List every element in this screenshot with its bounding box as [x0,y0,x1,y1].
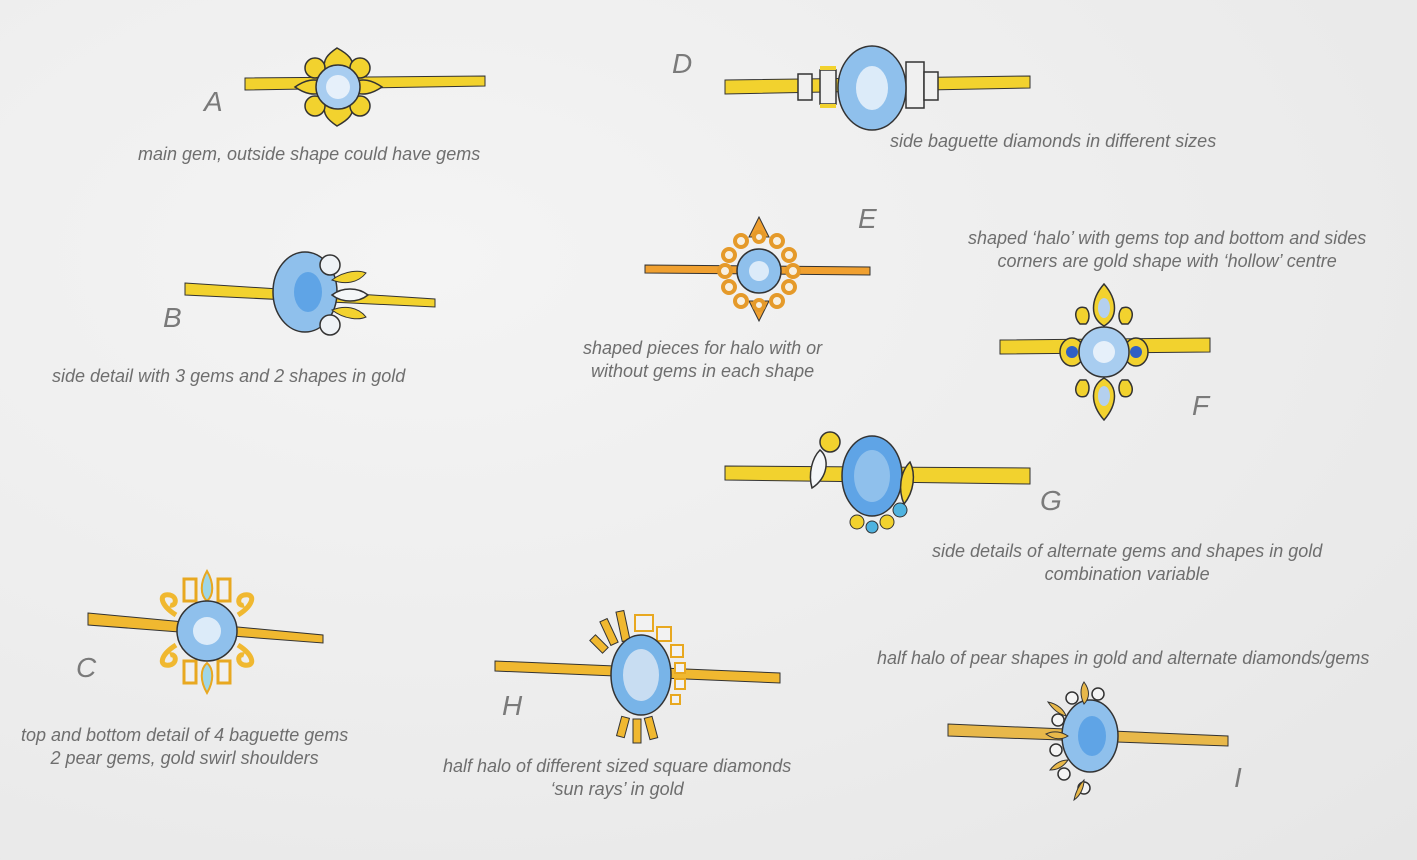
design-g-caption: side details of alternate gems and shape… [932,540,1322,586]
ring-a-icon [244,47,486,127]
design-f-letter: F [1192,390,1210,421]
design-a-letter: A [204,86,223,117]
ring-sketch-f [999,280,1215,425]
ring-sketch-g [720,428,1040,538]
ring-sketch-c [87,565,328,695]
design-i-caption: half halo of pear shapes in gold and alt… [877,648,1370,668]
design-c-caption: top and bottom detail of 4 baguette gems… [21,724,348,770]
design-h-caption-line1: half halo of different sized square diam… [443,756,792,776]
ring-sketch-i [947,680,1233,805]
ring-sketch-h [494,605,785,745]
design-f-caption-line1: shaped ‘halo’ with gems top and bottom a… [968,228,1367,248]
design-h-caption: half halo of different sized square diam… [443,755,791,801]
ring-sketch-a [240,40,490,135]
design-g-caption-line1: side details of alternate gems and shape… [932,541,1323,561]
design-f-caption: shaped ‘halo’ with gems top and bottom a… [968,227,1366,273]
design-e-caption-line2: without gems in each shape [591,361,815,381]
design-g-letter: G [1040,485,1062,516]
design-e-letter: E [858,203,877,234]
design-d-letter: D [672,48,693,79]
ring-sketch-b [180,251,440,345]
design-d-caption: side baguette diamonds in different size… [890,131,1217,151]
design-f-caption-line2: corners are gold shape with ‘hollow’ cen… [997,251,1337,271]
ring-sketch-d [720,45,1040,133]
design-e-caption: shaped pieces for halo with or without g… [583,337,822,383]
design-c-caption-line1: top and bottom detail of 4 baguette gems [21,725,349,745]
design-h-letter: H [502,690,523,721]
design-h-caption-line2: ‘sun rays’ in gold [550,779,684,799]
design-c-caption-line2: 2 pear gems, gold swirl shoulders [50,748,319,768]
design-i-letter: I [1234,762,1242,793]
design-c-letter: C [76,652,97,683]
design-e-caption-line1: shaped pieces for halo with or [583,338,823,358]
ring-sketch-e [644,215,875,325]
design-b-caption: side detail with 3 gems and 2 shapes in … [52,366,406,386]
design-a-caption: main gem, outside shape could have gems [138,144,481,164]
design-g-caption-line2: combination variable [1044,564,1210,584]
design-b-letter: B [163,302,182,333]
